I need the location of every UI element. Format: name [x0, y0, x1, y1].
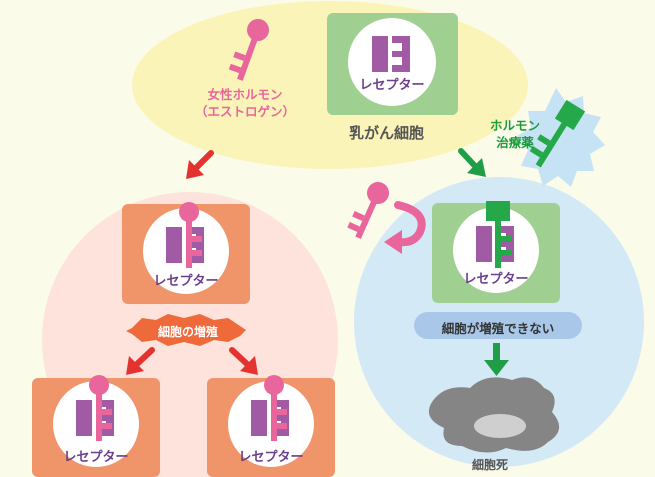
- green-arrow-down-right: [458, 148, 478, 169]
- receptor-bottom-left: [32, 375, 160, 477]
- red-arrow-right-down-head: [240, 356, 258, 375]
- cannot-grow-pill: [414, 312, 582, 339]
- cell-growth-badge: [126, 314, 246, 346]
- receptor-label-right: レセプター: [463, 272, 529, 287]
- hormone-key-icon: [228, 19, 269, 81]
- rebound-arrow: [394, 201, 426, 247]
- receptor-top: [327, 13, 458, 115]
- receptor-label-bottom-middle: レセプター: [238, 450, 304, 465]
- dead-cell-nucleus: [474, 414, 526, 438]
- red-arrow-left-down: [134, 347, 155, 367]
- rejected-hormone-key-icon: [347, 182, 389, 239]
- cell-growth-label: 細胞の増殖: [157, 325, 218, 339]
- red-arrow-down-left-head: [186, 160, 204, 179]
- red-arrow-right-down: [229, 347, 250, 367]
- red-arrow-left-down-head: [126, 356, 144, 375]
- green-arrow-down-head: [484, 360, 509, 376]
- receptor-drug-bound: [432, 201, 560, 303]
- receptor-bottom-middle: [207, 375, 335, 477]
- hormone-label: 女性ホルモン （エストロゲン）: [185, 86, 305, 120]
- green-arrow-down-right-head: [467, 158, 486, 177]
- receptor-label-left: レセプター: [153, 274, 219, 289]
- breast-cancer-cell-label: 乳がん細胞: [349, 124, 425, 142]
- cell-death-label: 細胞死: [472, 458, 509, 472]
- drug-label-line2: 治療薬: [496, 135, 534, 150]
- receptor-label-top: レセプター: [359, 78, 425, 93]
- hormone-label-line2: （エストロゲン）: [194, 104, 295, 119]
- drug-label: ホルモン 治療薬: [480, 117, 550, 151]
- drug-label-line1: ホルモン: [489, 118, 540, 133]
- green-arrow-down-shaft: [493, 343, 500, 365]
- drug-key-icon: [529, 99, 586, 168]
- cell-cannot-grow-label: 細胞が増殖できない: [441, 321, 555, 336]
- receptor-hormone-bound: [122, 202, 250, 304]
- hormone-label-line1: 女性ホルモン: [207, 87, 283, 102]
- receptor-symbol: [372, 36, 410, 72]
- receptor-label-bottom-left: レセプター: [63, 450, 129, 465]
- red-arrow-down-left: [193, 150, 214, 171]
- rebound-arrow-head: [384, 230, 402, 254]
